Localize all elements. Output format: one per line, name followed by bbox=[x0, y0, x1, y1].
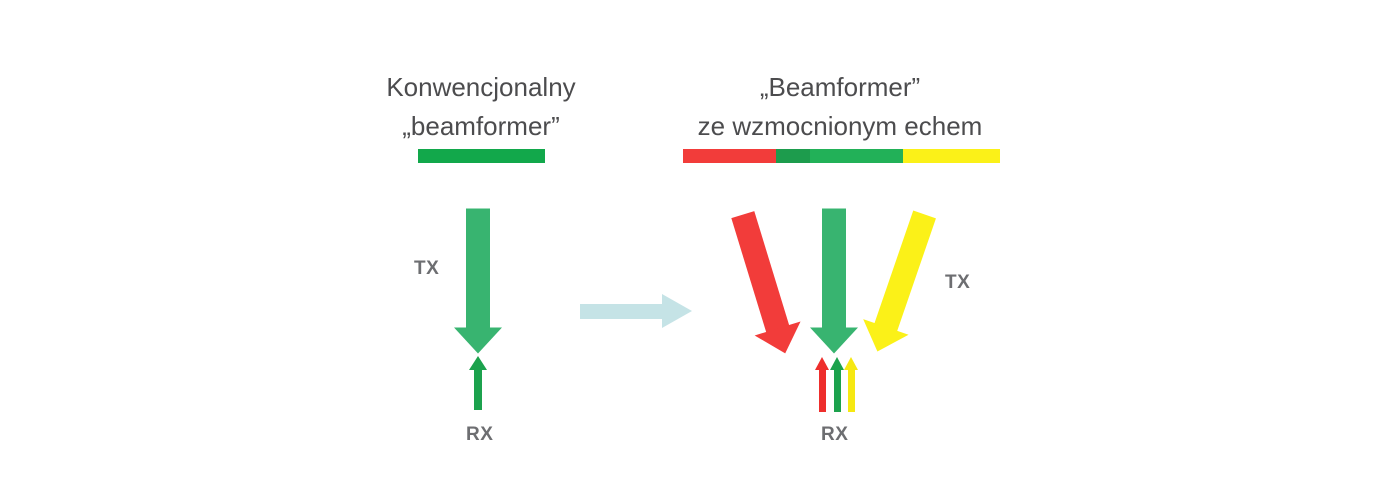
right-frequency-band-bar bbox=[683, 149, 1000, 163]
arrow-head bbox=[754, 321, 809, 361]
right-title-line2: ze wzmocnionym echem bbox=[697, 111, 983, 141]
arrow-shaft bbox=[580, 303, 664, 319]
arrow-head bbox=[830, 357, 844, 370]
right-tx-beam-arrow-red-icon bbox=[720, 208, 809, 361]
arrow-shaft bbox=[818, 369, 826, 412]
arrow-head bbox=[469, 356, 487, 370]
right-rx-label: RX bbox=[821, 424, 849, 445]
right-tx-label: TX bbox=[945, 272, 971, 293]
left-title-line2: „beamformer” bbox=[402, 111, 560, 141]
arrow-shaft bbox=[833, 369, 841, 412]
right-tx-beam-arrow-green-icon bbox=[810, 208, 858, 354]
right-rx-echo-arrow-red-icon bbox=[815, 357, 829, 412]
left-title-line1: Konwencjonalny bbox=[386, 72, 576, 102]
arrow-shaft bbox=[847, 369, 855, 412]
arrow-shaft bbox=[466, 208, 490, 329]
left-rx-echo-arrow-up-icon bbox=[469, 356, 487, 410]
band-segment-dark-green bbox=[776, 149, 810, 163]
right-rx-echo-arrow-green-icon bbox=[830, 357, 844, 412]
left-tx-label: TX bbox=[414, 258, 440, 279]
band-segment-green bbox=[810, 149, 903, 163]
right-title-line1: „Beamformer” bbox=[759, 72, 921, 102]
left-panel-title: Konwencjonalny „beamformer” bbox=[331, 68, 631, 146]
band-segment-red bbox=[683, 149, 776, 163]
arrow-head bbox=[815, 357, 829, 370]
arrow-shaft bbox=[874, 210, 936, 332]
arrow-head bbox=[810, 327, 858, 354]
right-rx-echo-arrow-yellow-icon bbox=[844, 357, 858, 412]
right-panel-title: „Beamformer” ze wzmocnionym echem bbox=[690, 68, 990, 146]
right-tx-beam-arrow-yellow-icon bbox=[854, 207, 948, 360]
transition-right-arrow-icon bbox=[580, 294, 692, 328]
arrow-shaft bbox=[822, 208, 846, 329]
arrow-shaft bbox=[474, 369, 482, 410]
arrow-head bbox=[454, 327, 502, 354]
arrow-head bbox=[844, 357, 858, 370]
band-segment-yellow bbox=[903, 149, 1000, 163]
left-frequency-band-bar bbox=[418, 149, 545, 163]
left-tx-beam-arrow-down-icon bbox=[454, 208, 502, 354]
left-rx-label: RX bbox=[466, 424, 494, 445]
arrow-shaft bbox=[731, 211, 790, 333]
arrow-head bbox=[662, 294, 692, 328]
arrow-head bbox=[854, 319, 909, 360]
